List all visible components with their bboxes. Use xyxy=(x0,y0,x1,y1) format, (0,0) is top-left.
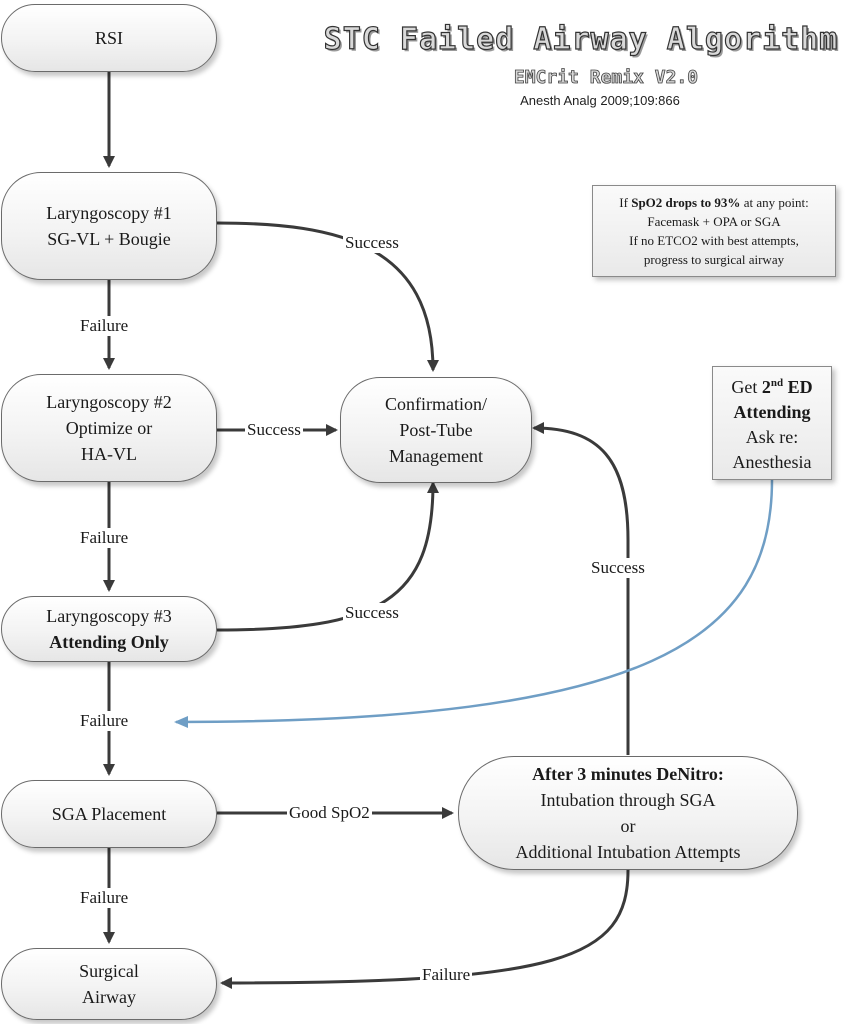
spo2-note-line2: Facemask + OPA or SGA xyxy=(647,214,781,229)
sga-placement-label: SGA Placement xyxy=(51,804,167,824)
confirmation-line3: Management xyxy=(389,446,483,466)
laryngoscopy-2-line2: Optimize or xyxy=(65,418,153,438)
attending-note-line3: Ask re: xyxy=(745,427,799,447)
node-laryngoscopy-3: Laryngoscopy #3 Attending Only xyxy=(1,596,217,662)
edge-l3-to-confirmation xyxy=(216,481,439,632)
surgical-airway-line1: Surgical xyxy=(79,961,139,981)
denitro-line3: or xyxy=(620,816,636,836)
edge-label-failure-sga: Failure xyxy=(78,888,131,908)
edge-label-failure-l1: Failure xyxy=(78,316,131,336)
attending-note-line1: Get 2nd ED xyxy=(731,377,813,397)
diagram-subtitle: EMCrit Remix V2.0 xyxy=(513,67,699,89)
node-surgical-airway: Surgical Airway xyxy=(1,948,217,1020)
edge-denitro-to-surgical xyxy=(220,869,630,989)
attending-note: Get 2nd ED Attending Ask re: Anesthesia xyxy=(712,366,832,480)
laryngoscopy-1-line2: SG-VL + Bougie xyxy=(47,229,171,249)
spo2-note: If SpO2 drops to 93% at any point: Facem… xyxy=(592,185,836,277)
edge-label-success-l1: Success xyxy=(343,233,401,253)
laryngoscopy-2-line1: Laryngoscopy #2 xyxy=(46,392,172,412)
laryngoscopy-2-line3: HA-VL xyxy=(81,444,137,464)
confirmation-line2: Post-Tube xyxy=(399,420,473,440)
spo2-note-line4: progress to surgical airway xyxy=(643,252,785,267)
edge-label-success-denitro: Success xyxy=(589,558,647,578)
laryngoscopy-3-line2: Attending Only xyxy=(49,632,169,652)
denitro-line4: Additional Intubation Attempts xyxy=(515,842,741,862)
node-sga-placement: SGA Placement xyxy=(1,780,217,848)
edge-attending-to-failure xyxy=(174,479,774,728)
laryngoscopy-1-line1: Laryngoscopy #1 xyxy=(46,203,172,223)
node-laryngoscopy-1: Laryngoscopy #1 SG-VL + Bougie xyxy=(1,172,217,280)
denitro-line2: Intubation through SGA xyxy=(540,790,716,810)
node-denitro: After 3 minutes DeNitro: Intubation thro… xyxy=(458,756,798,870)
node-confirmation: Confirmation/ Post-Tube Management xyxy=(340,377,532,483)
confirmation-line1: Confirmation/ xyxy=(385,394,487,414)
edge-label-failure-l3: Failure xyxy=(78,711,131,731)
citation: Anesth Analg 2009;109:866 xyxy=(520,93,680,108)
diagram-title: STC Failed Airway Algorithm xyxy=(323,21,839,57)
edge-label-failure-l2: Failure xyxy=(78,528,131,548)
edge-denitro-to-confirmation xyxy=(532,422,630,755)
spo2-threshold: SpO2 drops to 93% xyxy=(631,195,741,210)
spo2-note-line3: If no ETCO2 with best attempts, xyxy=(629,233,799,248)
node-rsi: RSI xyxy=(1,4,217,72)
edge-label-success-l2: Success xyxy=(245,420,303,440)
attending-note-line2: Attending xyxy=(733,402,811,422)
surgical-airway-line2: Airway xyxy=(82,987,136,1007)
edge-label-good-spo2: Good SpO2 xyxy=(287,803,372,823)
spo2-note-line1: If SpO2 drops to 93% at any point: xyxy=(619,195,809,210)
denitro-line1: After 3 minutes DeNitro: xyxy=(532,764,724,784)
node-rsi-label: RSI xyxy=(94,28,123,48)
node-laryngoscopy-2: Laryngoscopy #2 Optimize or HA-VL xyxy=(1,374,217,482)
edge-label-failure-denitro: Failure xyxy=(420,965,473,985)
edge-label-success-l3: Success xyxy=(343,603,401,623)
attending-note-line4: Anesthesia xyxy=(732,452,812,472)
laryngoscopy-3-line1: Laryngoscopy #3 xyxy=(46,606,172,626)
